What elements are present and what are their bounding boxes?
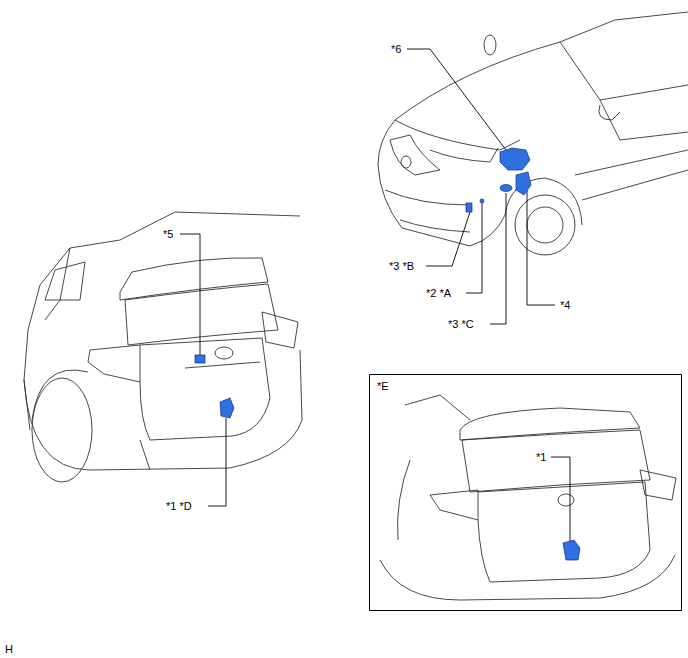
callout-number: *3 *B (388, 260, 415, 273)
callout-number: *1 *D (165, 500, 193, 513)
callout-number: *3 *C (447, 318, 475, 331)
callout-number: *6 (390, 43, 402, 56)
callout-number: *1 (535, 451, 547, 464)
callout-number: H (4, 643, 14, 656)
callout-number: *5 (162, 228, 174, 241)
callout-number: *4 (559, 299, 571, 312)
callout-number: *E (376, 380, 390, 393)
callout-number: *2 *A (425, 287, 452, 300)
